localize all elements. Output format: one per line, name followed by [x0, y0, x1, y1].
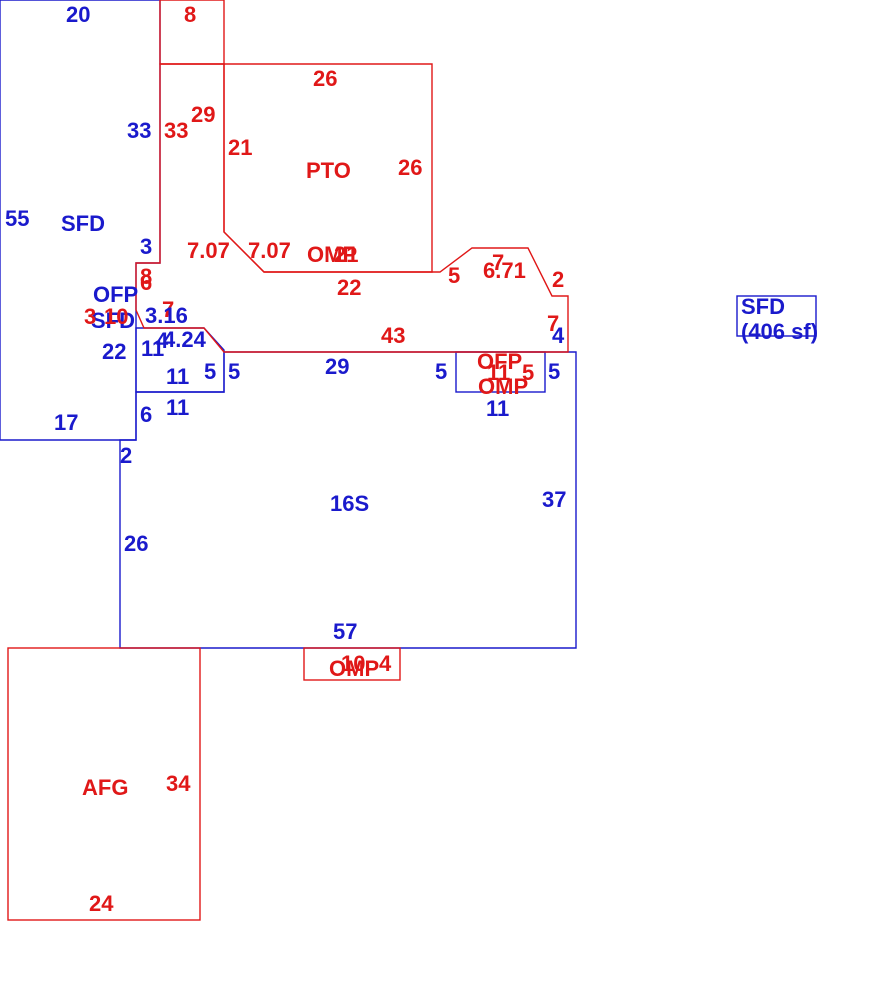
dim-red-10: 10: [104, 304, 128, 329]
dim-ofp-6: 6: [140, 402, 152, 427]
dim-ofp-5b: 5: [228, 359, 240, 384]
dim-omp-num: 21: [334, 242, 358, 267]
legend-sf: (406 sf): [741, 319, 818, 344]
dim-ofp-424: 4.24: [163, 327, 207, 352]
omp-top-label: OMP: [307, 242, 357, 267]
dim-pto-top: 26: [313, 66, 337, 91]
dim-red-8: 8: [140, 264, 152, 289]
dim-s-5-right: 5: [548, 359, 560, 384]
dim-omp-b-10: 10: [341, 651, 365, 676]
afg-outline: [7, 647, 201, 921]
dim-afg-bottom: 24: [89, 891, 114, 916]
legend-code: SFD: [741, 294, 785, 319]
sfd-small-label: SFD: [91, 308, 135, 333]
dim-s-left: 26: [124, 531, 148, 556]
dim-strip-top: 8: [184, 2, 196, 27]
dim-s-2: 2: [120, 443, 132, 468]
dim-ofp-11b: 11: [166, 364, 189, 389]
ofp-left-label: OFP: [93, 282, 138, 307]
pto-label: PTO: [306, 158, 351, 183]
dim-sfd-right: 33: [127, 118, 151, 143]
dim-ofp-r-11b: 11: [486, 396, 509, 421]
dim-sfd-notch: 3: [140, 234, 152, 259]
dim-red-6: 6: [140, 270, 152, 295]
dim-s-bottom: 57: [333, 619, 357, 644]
dim-afg-right: 34: [166, 771, 191, 796]
omp-bottom-label: OMP: [329, 656, 379, 681]
dim-ofp-11a: 11: [141, 336, 164, 361]
dim-sfd-top: 20: [66, 2, 90, 27]
dim-s-5-left: 5: [435, 359, 447, 384]
omp-bottom-outline: [303, 647, 401, 681]
dim-ofp-11c: 11: [166, 395, 189, 420]
dim-ofp-4: 4: [156, 328, 169, 353]
dim-omp-bottom: 22: [337, 275, 361, 300]
ofp-right-label: OFP: [477, 349, 522, 374]
dim-seg-right: 2: [552, 267, 564, 292]
dim-diag-1: 7.07: [187, 238, 230, 263]
dim-ofp-r-5: 5: [522, 360, 534, 385]
connector-outline: [135, 63, 569, 353]
dim-step-a: 5: [448, 263, 460, 288]
sfd-main-label: SFD: [61, 211, 105, 236]
dim-omp-b-4: 4: [379, 651, 392, 676]
sixteen-s-outline: [119, 351, 577, 649]
dim-ofp-5a: 5: [204, 359, 216, 384]
dim-red-7: 7: [162, 297, 174, 322]
dim-pto-right: 26: [398, 155, 422, 180]
dim-seg-4: 4: [552, 323, 565, 348]
dim-red-3: 3: [84, 304, 96, 329]
dim-pto-left: 21: [228, 135, 252, 160]
dim-strip-left: 33: [164, 118, 188, 143]
dim-diag-2: 7.07: [248, 238, 291, 263]
dim-connector-43: 43: [381, 323, 405, 348]
dim-ofp-22: 22: [102, 339, 126, 364]
dim-sfd-left: 55: [5, 206, 29, 231]
dim-diag-3: 6.71: [483, 258, 526, 283]
dim-s-top: 29: [325, 354, 349, 379]
legend-box: [736, 295, 817, 337]
dim-s-right: 37: [542, 487, 566, 512]
dim-ofp-316: 3.16: [145, 303, 188, 328]
dim-strip-right: 29: [191, 102, 215, 127]
sixteen-s-label: 16S: [330, 491, 369, 516]
omp-right-label: OMP: [478, 374, 528, 399]
dim-seg-top: 7: [492, 250, 504, 275]
dim-sfd-bottom: 17: [54, 410, 78, 435]
afg-label: AFG: [82, 775, 128, 800]
dim-seg-7: 7: [547, 311, 559, 336]
dim-ofp-r-11: 11: [487, 360, 510, 385]
